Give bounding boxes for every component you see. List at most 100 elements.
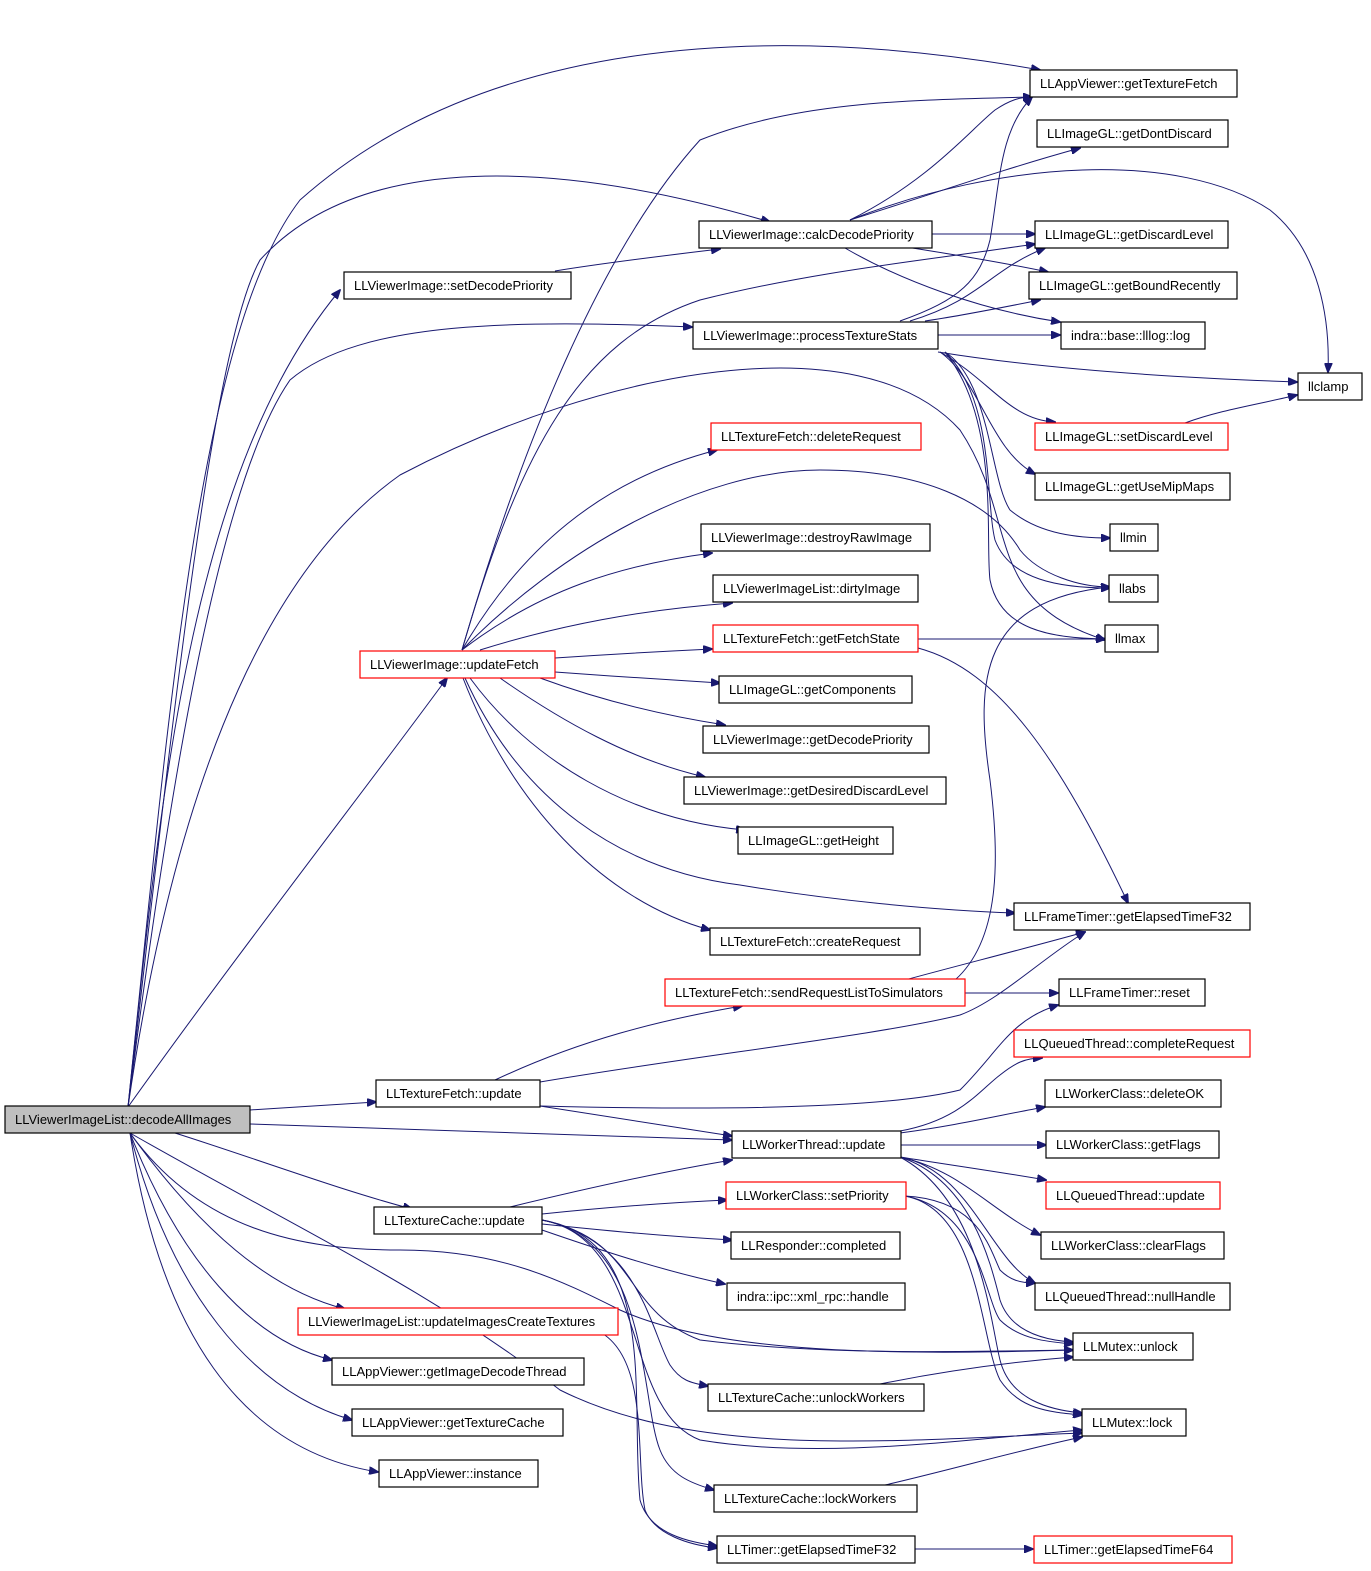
node-getflags[interactable]: LLWorkerClass::getFlags	[1045, 1130, 1220, 1159]
node-workerthread-update[interactable]: LLWorkerThread::update	[731, 1130, 902, 1159]
edge-cacheupdate-lock	[541, 1219, 1082, 1450]
node-completerequest[interactable]: LLQueuedThread::completeRequest	[1013, 1029, 1251, 1058]
edge-worker-clearflags	[899, 1156, 1040, 1235]
node-updateimagescreatetextures[interactable]: LLViewerImageList::updateImagesCreateTex…	[297, 1307, 619, 1336]
node-timer-getelapsedtimef64[interactable]: LLTimer::getElapsedTimeF64	[1033, 1535, 1233, 1564]
node-destroyrawimage[interactable]: LLViewerImage::destroyRawImage	[700, 523, 931, 552]
edge-root-cacheupdate	[174, 1132, 412, 1209]
svg-text:LLWorkerClass::deleteOK: LLWorkerClass::deleteOK	[1055, 1086, 1204, 1101]
edge-setdiscard-llclamp	[1184, 395, 1297, 424]
edge-process-gettexturefetch	[899, 97, 1032, 322]
svg-text:LLWorkerClass::setPriority: LLWorkerClass::setPriority	[736, 1188, 889, 1203]
edge-root-lock	[129, 1132, 1082, 1442]
svg-text:LLQueuedThread::update: LLQueuedThread::update	[1056, 1188, 1205, 1203]
node-llmax[interactable]: llmax	[1104, 624, 1159, 653]
node-frametimer-reset[interactable]: LLFrameTimer::reset	[1058, 978, 1206, 1007]
node-processtexturestats[interactable]: LLViewerImage::processTextureStats	[692, 321, 939, 350]
edges	[127, 45, 1328, 1549]
edge-calc-getboundrecently	[899, 245, 1048, 272]
node-getdontdiscard[interactable]: LLImageGL::getDontDiscard	[1036, 119, 1229, 148]
node-getheight[interactable]: LLImageGL::getHeight	[737, 826, 894, 855]
edge-process-llmin	[944, 351, 1110, 538]
edge-process-getboundrecently	[924, 300, 1040, 322]
edge-cacheupdate-completed	[541, 1223, 732, 1240]
node-getdiscardlevel[interactable]: LLImageGL::getDiscardLevel	[1034, 220, 1229, 249]
edge-process-getdiscardlevel	[909, 248, 1045, 322]
node-sendrequestlisttosimulators[interactable]: LLTextureFetch::sendRequestListToSimulat…	[664, 978, 966, 1007]
node-queuedthread-update[interactable]: LLQueuedThread::update	[1045, 1181, 1221, 1210]
edge-root-setdecodepriority	[127, 290, 340, 1108]
edge-cacheupdate-setpriority	[541, 1200, 727, 1215]
node-deleterequest[interactable]: LLTextureFetch::deleteRequest	[710, 422, 922, 451]
edge-calc-llog	[844, 247, 1060, 322]
edge-root-gettexturecache	[129, 1132, 352, 1420]
node-getusemipmaps[interactable]: LLImageGL::getUseMipMaps	[1034, 472, 1231, 501]
node-decodeallimages[interactable]: LLViewerImageList::decodeAllImages	[4, 1105, 251, 1134]
node-llabs[interactable]: llabs	[1108, 574, 1159, 603]
node-mutex-unlock[interactable]: LLMutex::unlock	[1072, 1332, 1194, 1361]
edge-worker-completerequest	[899, 1058, 1042, 1132]
edge-calc-gettexturefetch	[849, 97, 1032, 221]
svg-text:llmin: llmin	[1120, 530, 1147, 545]
svg-text:LLViewerImageList::decodeAllIm: LLViewerImageList::decodeAllImages	[15, 1112, 232, 1127]
edge-updatefetch-llabs	[461, 469, 1110, 651]
edge-setpriority-unlock	[904, 1195, 1073, 1344]
node-setdecodepriority[interactable]: LLViewerImage::setDecodePriority	[343, 271, 572, 300]
node-unlockworkers[interactable]: LLTextureCache::unlockWorkers	[707, 1383, 925, 1412]
svg-text:LLTextureCache::unlockWorkers: LLTextureCache::unlockWorkers	[718, 1390, 905, 1405]
svg-text:LLTextureFetch::deleteRequest: LLTextureFetch::deleteRequest	[721, 429, 901, 444]
node-updatefetch[interactable]: LLViewerImage::updateFetch	[359, 650, 556, 679]
svg-text:LLImageGL::getHeight: LLImageGL::getHeight	[748, 833, 879, 848]
edge-sendrequest-llabs	[954, 587, 1110, 981]
node-mutex-lock[interactable]: LLMutex::lock	[1081, 1408, 1187, 1437]
svg-text:LLAppViewer::instance: LLAppViewer::instance	[389, 1466, 522, 1481]
node-setdiscardlevel[interactable]: LLImageGL::setDiscardLevel	[1034, 422, 1229, 451]
svg-text:LLViewerImage::calcDecodePrior: LLViewerImage::calcDecodePriority	[709, 227, 914, 242]
edge-cacheupdate-timerelapsed	[541, 1219, 717, 1546]
node-deleteok[interactable]: LLWorkerClass::deleteOK	[1044, 1079, 1222, 1108]
edge-getfetchstate-frameelapsed	[917, 647, 1128, 903]
node-llclamp[interactable]: llclamp	[1297, 372, 1363, 401]
node-completed[interactable]: LLResponder::completed	[730, 1231, 901, 1260]
svg-text:LLResponder::completed: LLResponder::completed	[741, 1238, 886, 1253]
edge-updatefetch-getdesired	[499, 677, 705, 777]
node-texturecache-update[interactable]: LLTextureCache::update	[373, 1206, 543, 1235]
node-instance[interactable]: LLAppViewer::instance	[378, 1459, 539, 1488]
svg-text:llabs: llabs	[1119, 581, 1146, 596]
node-setpriority[interactable]: LLWorkerClass::setPriority	[725, 1181, 907, 1210]
node-lockworkers[interactable]: LLTextureCache::lockWorkers	[713, 1484, 918, 1513]
edge-process-llmax	[944, 351, 1105, 639]
node-frametimer-getelapsedtimef32[interactable]: LLFrameTimer::getElapsedTimeF32	[1013, 902, 1251, 931]
svg-text:LLTextureCache::update: LLTextureCache::update	[384, 1213, 525, 1228]
svg-text:LLAppViewer::getTextureFetch: LLAppViewer::getTextureFetch	[1040, 76, 1218, 91]
node-gettexturefetch[interactable]: LLAppViewer::getTextureFetch	[1029, 69, 1238, 98]
node-llmin[interactable]: llmin	[1109, 523, 1159, 552]
node-dirtyimage[interactable]: LLViewerImageList::dirtyImage	[712, 574, 919, 603]
node-texturefetch-update[interactable]: LLTextureFetch::update	[375, 1079, 541, 1108]
node-getfetchstate[interactable]: LLTextureFetch::getFetchState	[712, 624, 919, 653]
node-getdesireddiscardlevel[interactable]: LLViewerImage::getDesiredDiscardLevel	[683, 776, 947, 805]
node-nullhandle[interactable]: LLQueuedThread::nullHandle	[1034, 1282, 1231, 1311]
edge-fetchupdate-sendrequest	[494, 1006, 742, 1081]
edge-process-setdiscardlevel	[939, 351, 1055, 422]
node-clearflags[interactable]: LLWorkerClass::clearFlags	[1040, 1231, 1225, 1260]
svg-text:LLTextureFetch::update: LLTextureFetch::update	[386, 1086, 522, 1101]
node-getimagedecodethread[interactable]: LLAppViewer::getImageDecodeThread	[331, 1357, 585, 1386]
svg-text:LLViewerImage::setDecodePriori: LLViewerImage::setDecodePriority	[354, 278, 553, 293]
svg-text:LLImageGL::getBoundRecently: LLImageGL::getBoundRecently	[1039, 278, 1221, 293]
nodes: LLViewerImageList::decodeAllImages LLApp…	[4, 69, 1363, 1564]
node-timer-getelapsedtimef32[interactable]: LLTimer::getElapsedTimeF32	[716, 1535, 916, 1564]
node-llog[interactable]: indra::base::lllog::log	[1060, 321, 1206, 350]
node-createrequest[interactable]: LLTextureFetch::createRequest	[709, 927, 921, 956]
svg-text:LLAppViewer::getImageDecodeThr: LLAppViewer::getImageDecodeThread	[342, 1364, 567, 1379]
node-getboundrecently[interactable]: LLImageGL::getBoundRecently	[1028, 271, 1238, 300]
edge-cacheupdate-workerupdate	[509, 1160, 732, 1208]
node-calcdecodepriority[interactable]: LLViewerImage::calcDecodePriority	[698, 220, 933, 249]
svg-text:LLTextureCache::lockWorkers: LLTextureCache::lockWorkers	[724, 1491, 897, 1506]
node-xmlrpc-handle[interactable]: indra::ipc::xml_rpc::handle	[726, 1282, 906, 1311]
node-getcomponents[interactable]: LLImageGL::getComponents	[718, 675, 913, 704]
edge-updatefetch-destroyraw	[461, 553, 712, 651]
node-gettexturecache[interactable]: LLAppViewer::getTextureCache	[351, 1408, 564, 1437]
node-getdecodepriority[interactable]: LLViewerImage::getDecodePriority	[702, 725, 930, 754]
edge-root-processtexturestats	[127, 324, 692, 1108]
